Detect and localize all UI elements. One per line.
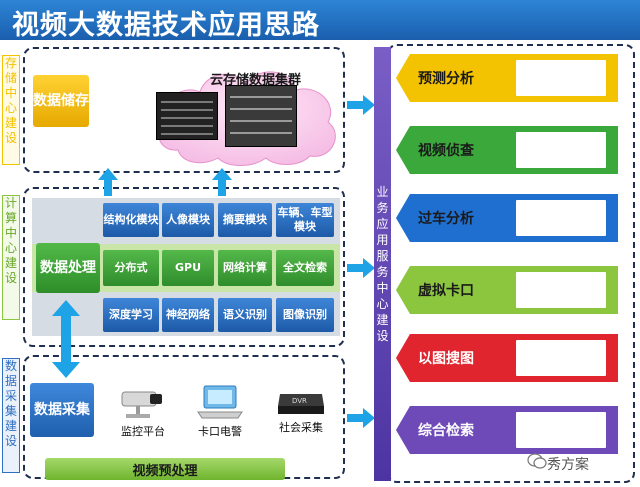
- app-arrow-2: 视频侦查: [396, 122, 634, 178]
- title-banner: 视频大数据技术应用思路: [0, 0, 640, 41]
- storage-center-label: 存储中心建设: [2, 55, 20, 165]
- arrow-up-icon: [98, 168, 118, 196]
- network-compute-module: 网络计算: [218, 250, 272, 286]
- app-label: 综合检索: [418, 423, 474, 439]
- semantic-recognition-module: 语义识别: [218, 298, 272, 332]
- dvr-icon: DVR: [278, 394, 324, 414]
- gpu-module: GPU: [162, 250, 214, 286]
- app-label: 预测分析: [418, 71, 474, 87]
- deep-learning-module: 深度学习: [103, 298, 159, 332]
- collect-center-label: 数据采集建设: [2, 358, 20, 473]
- app-blank-panel: [516, 200, 606, 236]
- watermark: 秀方案: [547, 457, 589, 473]
- social-collection-label: 社会采集: [279, 421, 323, 434]
- arrow-right-icon: [347, 258, 375, 278]
- app-label: 过车分析: [418, 211, 474, 227]
- image-recognition-module: 图像识别: [276, 298, 334, 332]
- double-arrow-icon: [52, 300, 80, 378]
- data-collection-box: 数据采集: [30, 383, 94, 437]
- app-arrow-6: 综合检索: [396, 402, 634, 458]
- app-blank-panel: [516, 272, 606, 308]
- fulltext-search-module: 全文检索: [276, 250, 334, 286]
- wechat-icon: [527, 453, 547, 469]
- app-blank-panel: [516, 132, 606, 168]
- video-preprocess-bar: 视频预处理: [45, 458, 285, 480]
- app-label: 以图搜图: [418, 351, 474, 367]
- arrow-right-icon: [347, 408, 375, 428]
- server-rack-icon: [156, 92, 218, 140]
- cloud-storage-cluster-label: 云存储数据集群: [210, 73, 302, 88]
- app-blank-panel: [516, 60, 606, 96]
- page-title: 视频大数据技术应用思路: [12, 10, 320, 41]
- app-label: 视频侦查: [418, 143, 474, 159]
- business-service-center-column: 业务应用服务中心建设: [374, 47, 391, 481]
- app-blank-panel: [516, 412, 606, 448]
- app-label: 虚拟卡口: [418, 283, 474, 299]
- neural-network-module: 神经网络: [162, 298, 214, 332]
- app-arrow-4: 虚拟卡口: [396, 262, 634, 318]
- checkpoint-police-label: 卡口电警: [198, 425, 242, 438]
- monitor-platform-label: 监控平台: [121, 425, 165, 438]
- distributed-module: 分布式: [103, 250, 159, 286]
- summary-module: 摘要模块: [218, 203, 272, 237]
- portrait-module: 人像模块: [162, 203, 214, 237]
- app-arrow-3: 过车分析: [396, 190, 634, 246]
- compute-center-label: 计算中心建设: [2, 195, 20, 320]
- vehicle-module: 车辆、车型模块: [276, 203, 334, 237]
- app-blank-panel: [516, 340, 606, 376]
- surveillance-camera-icon: [121, 391, 162, 418]
- datacenter-racks-icon: [225, 85, 297, 147]
- compute-section: [23, 187, 345, 347]
- app-arrow-1: 预测分析: [396, 50, 634, 106]
- app-arrow-5: 以图搜图: [396, 330, 634, 386]
- data-storage-box: 数据储存: [33, 75, 89, 127]
- dvr-text: DVR: [292, 397, 307, 405]
- arrow-right-icon: [347, 95, 375, 115]
- data-processing-box: 数据处理: [36, 243, 100, 293]
- structured-module: 结构化模块: [103, 203, 159, 237]
- laptop-icon: [197, 385, 243, 419]
- storage-section: [23, 47, 345, 173]
- arrow-up-icon: [212, 168, 232, 196]
